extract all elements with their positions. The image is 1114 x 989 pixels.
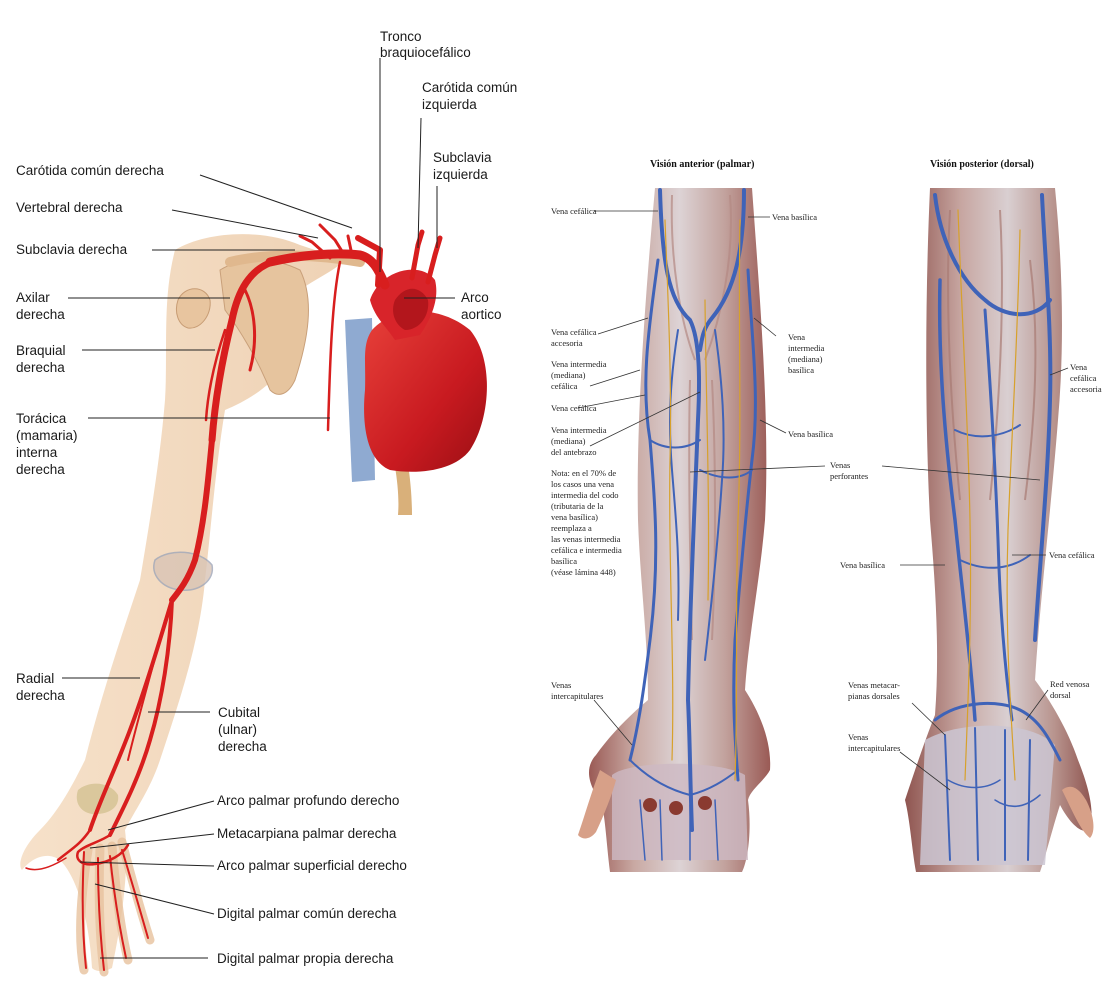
right-venous-diagram: Visión anterior (palmar) Visión posterio… bbox=[551, 159, 1102, 872]
label-braquial-derecha: Braquial derecha bbox=[16, 343, 69, 375]
label-a-vena-basilica-2: Vena basílica bbox=[788, 429, 833, 439]
label-digital-palmar-comun: Digital palmar común derecha bbox=[217, 906, 397, 921]
label-venas-perforantes: Venas perforantes bbox=[830, 460, 868, 481]
label-a-vena-cefalica: Vena cefálica bbox=[551, 206, 597, 216]
label-a-vena-basilica-top: Vena basílica bbox=[772, 212, 817, 222]
label-a-venas-intercapitulares: Venas intercapitulares bbox=[551, 680, 603, 701]
label-digital-palmar-propia: Digital palmar propia derecha bbox=[217, 951, 394, 966]
label-p-venas-intercapitulares: Venas intercapitulares bbox=[848, 732, 900, 753]
label-p-vena-cefalica: Vena cefálica bbox=[1049, 550, 1095, 560]
label-subclavia-derecha: Subclavia derecha bbox=[16, 242, 128, 257]
label-toracica-interna: Torácica (mamaria) interna derecha bbox=[16, 411, 81, 477]
label-metacarpiana-palmar: Metacarpiana palmar derecha bbox=[217, 826, 397, 841]
label-a-vena-cefalica-2: Vena cefálica bbox=[551, 403, 597, 413]
label-carotida-comun-derecha: Carótida común derecha bbox=[16, 163, 164, 178]
label-a-vena-intermedia-cefalica: Vena intermedia (mediana) cefálica bbox=[551, 359, 609, 391]
left-arterial-diagram: Tronco braquiocefálico Carótida común iz… bbox=[16, 29, 521, 972]
label-radial-derecha: Radial derecha bbox=[16, 671, 65, 703]
label-arco-palmar-superficial: Arco palmar superficial derecho bbox=[217, 858, 407, 873]
posterior-hand bbox=[920, 726, 1055, 865]
label-a-nota: Nota: en el 70% de los casos una vena in… bbox=[551, 468, 624, 577]
label-vertebral-derecha: Vertebral derecha bbox=[16, 200, 123, 215]
posterior-forearm bbox=[905, 188, 1093, 872]
label-p-vena-cefalica-accesoria: Vena cefálica accesoria bbox=[1070, 362, 1102, 394]
heading-vision-anterior: Visión anterior (palmar) bbox=[650, 159, 754, 170]
anterior-forearm bbox=[578, 188, 770, 872]
label-p-vena-basilica: Vena basílica bbox=[840, 560, 885, 570]
label-subclavia-izquierda: Subclavia izquierda bbox=[433, 150, 495, 182]
label-a-vena-intermedia-basilica: Vena intermedia (mediana) basílica bbox=[788, 332, 826, 375]
heading-vision-posterior: Visión posterior (dorsal) bbox=[930, 159, 1034, 170]
label-p-venas-metacarpianas: Venas metacar- pianas dorsales bbox=[848, 680, 902, 701]
label-tronco-braquiocefalico: Tronco braquiocefálico bbox=[380, 29, 471, 60]
label-carotida-comun-izquierda: Carótida común izquierda bbox=[422, 80, 521, 112]
label-arco-aortico: Arco aortico bbox=[461, 290, 502, 322]
label-cubital-ulnar-derecha: Cubital (ulnar) derecha bbox=[218, 705, 267, 754]
label-p-red-venosa-dorsal: Red venosa dorsal bbox=[1050, 679, 1092, 700]
label-arco-palmar-profundo: Arco palmar profundo derecho bbox=[217, 793, 399, 808]
heart bbox=[364, 311, 487, 472]
label-axilar-derecha: Axilar derecha bbox=[16, 290, 65, 322]
label-a-vena-cefalica-accesoria: Vena cefálica accesoria bbox=[551, 327, 599, 348]
